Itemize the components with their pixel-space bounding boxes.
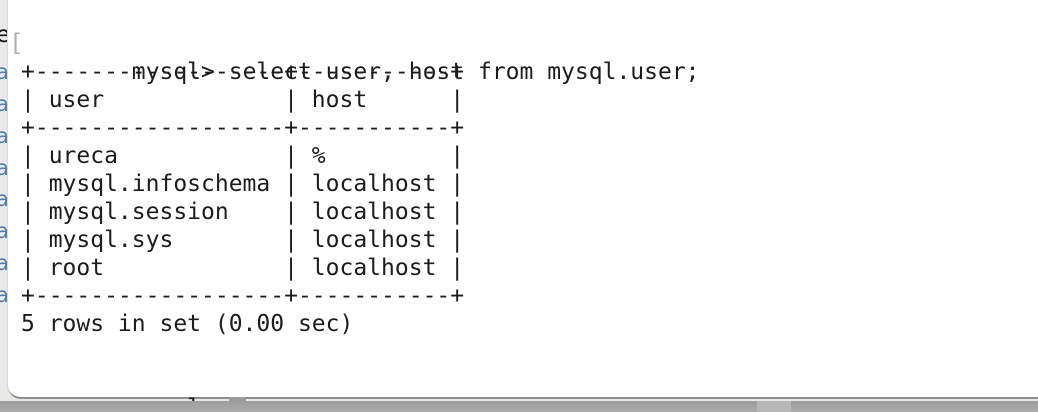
ascii-table-line: +------------------+-----------+	[21, 283, 465, 309]
background-clipped-char: a	[0, 124, 9, 148]
prompt-line: mysql>	[21, 366, 1038, 412]
ascii-table-line: +------------------+-----------+	[21, 115, 465, 141]
desktop-bottom-band	[0, 401, 1038, 412]
ascii-table-line: | ureca | % |	[21, 143, 465, 169]
background-clipped-char: a	[0, 187, 9, 211]
background-clipped-char: a	[0, 60, 9, 84]
terminal-output: mysql> select user, host from mysql.user;…	[21, 30, 1038, 412]
command-line: mysql> select user, host from mysql.user;	[21, 30, 1038, 85]
stray-bracket-char: [	[9, 29, 24, 57]
background-clipped-char: a	[0, 283, 9, 307]
background-clipped-char: a	[0, 92, 9, 116]
ascii-table-line: | mysql.infoschema | localhost |	[21, 171, 465, 197]
background-clipped-char: a	[0, 156, 9, 180]
blank-line	[21, 338, 1038, 366]
result-table: +------------------+-----------+| user |…	[21, 58, 1038, 310]
background-clipped-char: a	[0, 219, 9, 243]
ascii-table-line: | root | localhost |	[21, 255, 465, 281]
terminal-window[interactable]: [ mysql> select user, host from mysql.use…	[8, 0, 1038, 412]
ascii-table-line: | user | host |	[21, 87, 465, 113]
ascii-table-line: | mysql.session | localhost |	[21, 199, 465, 225]
mysql-prompt: mysql>	[131, 59, 215, 85]
band-light-segment	[757, 401, 791, 412]
status-line: 5 rows in set (0.00 sec)	[21, 311, 354, 337]
background-clipped-char: e	[0, 22, 11, 48]
ascii-table-line: | mysql.sys | localhost |	[21, 227, 465, 253]
ascii-table-line: +------------------+-----------+	[21, 59, 465, 85]
background-clipped-char: a	[0, 251, 9, 275]
command-text: select user, host from mysql.user;	[228, 59, 700, 85]
